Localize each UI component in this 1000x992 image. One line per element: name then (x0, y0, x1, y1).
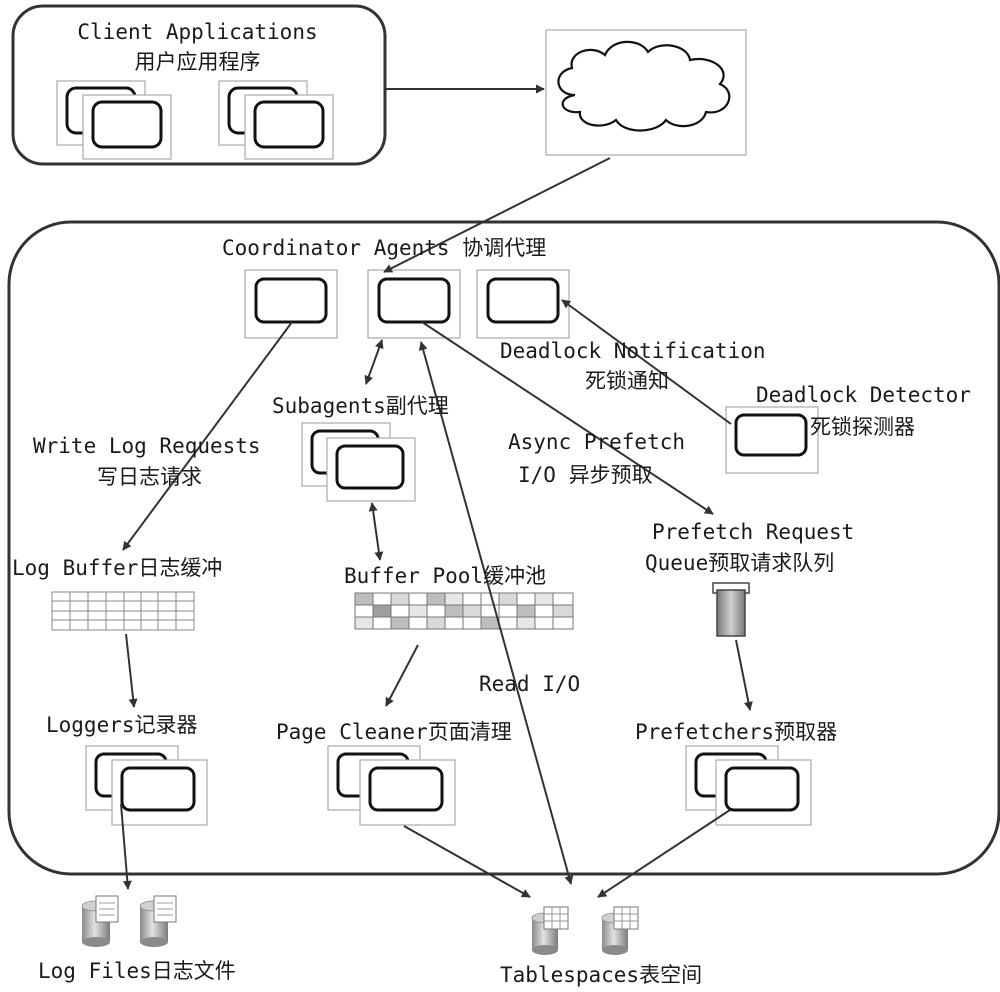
log-files-database-icon (139, 895, 177, 947)
arrow-coordinator-to-log-buffer (122, 321, 293, 551)
prefetchers-label: Prefetchers预取器 (635, 720, 838, 744)
client-app-window-icon (218, 80, 334, 160)
client-app-window-icon (56, 80, 172, 160)
coordinator-agent-icon (244, 269, 338, 339)
deadlock-notification-label: Deadlock Notification (500, 339, 766, 363)
prefetch-queue-label: Queue预取请求队列 (645, 551, 835, 575)
prefetchers-icon (685, 745, 812, 826)
loggers-icon (85, 745, 208, 826)
loggers-label: Loggers记录器 (46, 713, 198, 737)
subagents-label: Subagents副代理 (272, 394, 449, 418)
arrow-coordinator-subagents (364, 339, 384, 385)
deadlock-detector-label: Deadlock Detector (756, 383, 971, 407)
arrow-log-buffer-to-loggers (125, 633, 138, 708)
arrow-subagents-buffer-pool (368, 502, 384, 561)
page-cleaner-icon (327, 745, 456, 826)
arrow-page-cleaner-to-tablespaces (403, 825, 531, 898)
coordinator-agents-label: Coordinator Agents 协调代理 (222, 236, 547, 260)
buffer-pool-icon (354, 592, 574, 630)
arrow-prefetchers-to-tablespaces (597, 809, 731, 898)
read-io-label: Read I/O (479, 672, 581, 696)
coordinator-agent-icon (476, 269, 570, 339)
arrow-buffer-pool-to-page-cleaner (385, 644, 419, 707)
write-log-requests-label: Write Log Requests (33, 434, 261, 458)
arrow-network-to-coordinator (383, 157, 611, 273)
client-applications-title: Client Applications (77, 20, 318, 44)
arrow-queue-to-prefetchers (735, 639, 753, 711)
subagents-icon (301, 422, 416, 502)
log-buffer-label: Log Buffer日志缓冲 (12, 556, 223, 580)
arrow-read-io-tablespaces-coordinator (418, 341, 574, 885)
tablespace-database-icon (531, 906, 569, 955)
log-files-database-icon (81, 895, 119, 947)
prefetch-queue-icon (712, 582, 750, 637)
deadlock-detector-icon (725, 406, 819, 474)
coordinator-agent-icon (367, 269, 461, 339)
buffer-pool-label: Buffer Pool缓冲池 (344, 564, 547, 588)
write-log-requests-cn-label: 写日志请求 (97, 465, 202, 489)
prefetch-request-label: Prefetch Request (652, 520, 855, 544)
log-buffer-grid-icon (51, 591, 195, 631)
network-cloud-icon (557, 40, 731, 132)
arrow-detector-to-coordinator (561, 299, 732, 425)
log-files-label: Log Files日志文件 (38, 959, 236, 983)
tablespace-database-icon (601, 906, 639, 955)
async-prefetch-io-label: I/O 异步预取 (518, 463, 653, 487)
deadlock-detector-cn-label: 死锁探测器 (810, 415, 915, 439)
page-cleaner-label: Page Cleaner页面清理 (276, 720, 512, 744)
deadlock-notification-cn-label: 死锁通知 (585, 369, 669, 393)
async-prefetch-label: Async Prefetch (508, 430, 686, 454)
client-applications-box (11, 4, 387, 166)
tablespaces-label: Tablespaces表空间 (500, 963, 703, 987)
arrow-loggers-to-log-files (120, 803, 132, 890)
client-applications-subtitle: 用户应用程序 (134, 50, 261, 74)
